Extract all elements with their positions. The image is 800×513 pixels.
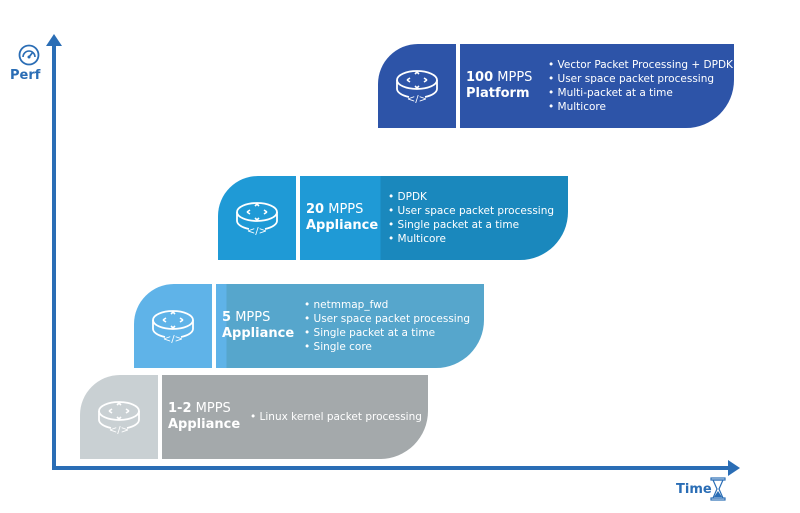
tier-icon-box: </>	[218, 176, 296, 260]
tier-kind: Appliance	[306, 218, 379, 233]
tier-card: </> 5 MPPS Appliance netmmap_fwdUser spa…	[134, 284, 484, 368]
tier-divider	[296, 176, 300, 260]
router-code-icon: </>	[236, 202, 278, 237]
tier-rate-number: 5	[222, 310, 232, 325]
tier-rate-unit: MPPS	[497, 70, 533, 85]
router-code-icon: </>	[396, 70, 438, 105]
tier-divider	[212, 284, 216, 368]
tier-body: 5 MPPS Appliance netmmap_fwdUser space p…	[216, 284, 484, 368]
svg-text:</>: </>	[407, 94, 427, 105]
tier-feature: Multicore	[388, 232, 554, 246]
tier-kind: Appliance	[222, 326, 295, 341]
router-code-icon: </>	[98, 401, 140, 436]
y-axis-label: Perf	[10, 68, 41, 83]
tier-rate-unit: MPPS	[195, 401, 231, 416]
tier-rate-number: 100	[466, 70, 494, 85]
tier-title: 20 MPPS Appliance	[300, 202, 388, 234]
tier-body: 1-2 MPPS Appliance Linux kernel packet p…	[162, 375, 428, 459]
tier-feature: Single core	[304, 340, 470, 354]
speedometer-icon	[18, 44, 40, 66]
tier-feature: Linux kernel packet processing	[250, 410, 422, 424]
tier-feature: User space packet processing	[304, 312, 471, 326]
tier-rate-number: 20	[306, 202, 325, 217]
tier-title: 5 MPPS Appliance	[216, 310, 304, 342]
tier-feature: Single packet at a time	[388, 218, 554, 232]
router-code-icon: </>	[152, 310, 194, 345]
tier-rate-unit: MPPS	[328, 202, 364, 217]
tier-feature: Vector Packet Processing + DPDK	[548, 58, 733, 72]
tier-icon-box: </>	[378, 44, 456, 128]
tier-card: </> 1-2 MPPS Appliance Linux kernel pack…	[80, 375, 428, 459]
hourglass-icon	[710, 477, 726, 501]
tier-body: 20 MPPS Appliance DPDKUser space packet …	[300, 176, 568, 260]
tier-feature: User space packet processing	[548, 72, 733, 86]
tier-kind: Appliance	[168, 417, 241, 432]
x-axis-arrowhead	[728, 460, 740, 476]
x-axis	[52, 466, 732, 470]
tier-feature-list: Vector Packet Processing + DPDKUser spac…	[548, 58, 733, 114]
tier-feature-list: netmmap_fwdUser space packet processingS…	[304, 298, 471, 354]
svg-text:</>: </>	[163, 334, 183, 345]
tier-title: 1-2 MPPS Appliance	[162, 401, 250, 433]
tier-feature: User space packet processing	[388, 204, 555, 218]
x-axis-label: Time	[676, 482, 712, 497]
tier-rate-number: 1-2	[168, 401, 192, 416]
y-axis-arrowhead	[46, 34, 62, 46]
tier-card: </> 100 MPPS Platform Vector Packet Proc…	[378, 44, 734, 128]
tier-feature: netmmap_fwd	[304, 298, 470, 312]
tier-icon-box: </>	[134, 284, 212, 368]
tier-divider	[158, 375, 162, 459]
tier-title: 100 MPPS Platform	[460, 70, 548, 102]
tier-card: </> 20 MPPS Appliance DPDKUser space pac…	[218, 176, 568, 260]
tier-kind: Platform	[466, 86, 530, 101]
tier-rate-unit: MPPS	[235, 310, 271, 325]
tier-icon-box: </>	[80, 375, 158, 459]
tier-feature: Multi-packet at a time	[548, 86, 733, 100]
tier-feature: DPDK	[388, 190, 554, 204]
tier-feature: Multicore	[548, 100, 733, 114]
tier-divider	[456, 44, 460, 128]
tier-feature-list: DPDKUser space packet processingSingle p…	[388, 190, 555, 246]
y-axis	[52, 40, 56, 470]
svg-text:</>: </>	[109, 425, 129, 436]
tier-feature-list: Linux kernel packet processing	[250, 410, 422, 424]
tier-feature: Single packet at a time	[304, 326, 470, 340]
tier-body: 100 MPPS Platform Vector Packet Processi…	[460, 44, 734, 128]
svg-text:</>: </>	[247, 226, 267, 237]
